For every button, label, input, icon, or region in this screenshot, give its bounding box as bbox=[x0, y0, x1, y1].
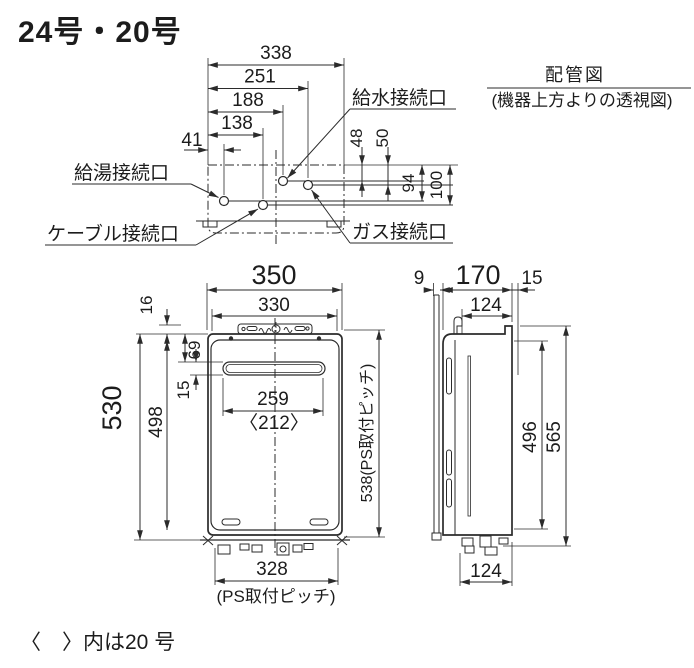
side-bottom-pipes bbox=[461, 535, 509, 556]
dim-16: 16 bbox=[136, 296, 208, 344]
hot-water-port bbox=[218, 195, 230, 207]
side-groove bbox=[467, 355, 471, 517]
front-screw-right bbox=[316, 336, 322, 341]
svg-text:124: 124 bbox=[470, 561, 502, 582]
dim-538-ps-pitch: 538(PS取付ピッチ) bbox=[344, 329, 385, 538]
svg-text:498: 498 bbox=[146, 406, 167, 438]
svg-text:ケーブル接続口: ケーブル接続口 bbox=[47, 222, 179, 245]
side-slot-1 bbox=[446, 357, 452, 395]
dim-100: 100 bbox=[427, 164, 453, 206]
dim-124-top: 124 bbox=[461, 295, 513, 334]
label-gas: ガス接続口 bbox=[311, 189, 453, 244]
label-hot-water-out: 給湯接続口 bbox=[72, 162, 219, 198]
dim-50: 50 bbox=[373, 129, 392, 201]
svg-text:330: 330 bbox=[258, 295, 290, 316]
svg-text:9: 9 bbox=[414, 268, 425, 289]
piping-header: 配管図 (機器上方よりの透視図) bbox=[487, 65, 691, 110]
dim-188: 188 bbox=[207, 90, 284, 115]
water-in-port bbox=[277, 175, 289, 187]
side-hanger-hook bbox=[453, 316, 463, 334]
front-vent-left bbox=[221, 518, 241, 526]
dim-15-front: 15 bbox=[174, 349, 223, 399]
dim-251: 251 bbox=[207, 67, 309, 92]
side-body-outline bbox=[442, 325, 513, 536]
dim-330: 330 bbox=[211, 295, 338, 331]
svg-text:100: 100 bbox=[427, 171, 446, 199]
svg-text:15: 15 bbox=[521, 268, 542, 289]
front-screw-left bbox=[228, 336, 234, 341]
front-louver bbox=[222, 361, 326, 376]
front-view: 350 330 16 69 15 bbox=[97, 260, 385, 606]
cable-port bbox=[257, 199, 269, 211]
svg-text:69: 69 bbox=[185, 341, 204, 360]
dim-498: 498 bbox=[146, 340, 170, 531]
dim-530: 530 bbox=[97, 333, 143, 541]
svg-text:530: 530 bbox=[97, 385, 127, 430]
side-wall-plate bbox=[431, 294, 442, 541]
front-top-bracket bbox=[237, 322, 313, 335]
svg-text:15: 15 bbox=[174, 381, 193, 400]
svg-text:48: 48 bbox=[347, 129, 366, 148]
side-slot-3 bbox=[446, 478, 452, 508]
side-slot-2 bbox=[446, 449, 452, 476]
svg-text:538(PS取付ピッチ): 538(PS取付ピッチ) bbox=[358, 364, 376, 503]
svg-text:188: 188 bbox=[232, 90, 264, 111]
dim-170: 170 bbox=[442, 260, 513, 330]
label-water-in: 給水接続口 bbox=[287, 87, 456, 179]
svg-text:251: 251 bbox=[244, 67, 276, 88]
piping-subtitle: (機器上方よりの透視図) bbox=[492, 91, 673, 110]
dim-338: 338 bbox=[207, 43, 345, 68]
svg-text:259: 259 bbox=[257, 389, 289, 410]
side-view: 9 170 15 124 496 bbox=[414, 260, 571, 586]
dim-138: 138 bbox=[207, 113, 264, 138]
svg-text:338: 338 bbox=[260, 43, 292, 64]
svg-text:124: 124 bbox=[470, 295, 502, 316]
piping-title: 配管図 bbox=[545, 65, 605, 85]
dim-15-side: 15 bbox=[512, 268, 543, 375]
dim-328: 328 (PS取付ピッチ) bbox=[214, 548, 339, 606]
svg-text:41: 41 bbox=[181, 130, 202, 151]
svg-text:50: 50 bbox=[373, 129, 392, 148]
piping-unit-outline bbox=[207, 164, 345, 234]
gas-port bbox=[302, 179, 314, 191]
svg-text:565: 565 bbox=[544, 421, 565, 453]
dim-565: 565 bbox=[503, 325, 571, 547]
svg-text:138: 138 bbox=[221, 113, 253, 134]
svg-text:328: 328 bbox=[256, 559, 288, 580]
piping-diagram: 338 251 188 138 41 48 bbox=[45, 43, 458, 247]
dim-496: 496 bbox=[514, 340, 548, 530]
svg-text:170: 170 bbox=[455, 260, 500, 290]
dim-9: 9 bbox=[414, 268, 450, 296]
svg-text:94: 94 bbox=[399, 174, 418, 193]
svg-text:ガス接続口: ガス接続口 bbox=[352, 221, 447, 243]
dim-69: 69 bbox=[178, 333, 223, 363]
dim-259: 259 〈212〉 bbox=[222, 378, 324, 434]
svg-text:16: 16 bbox=[137, 296, 156, 315]
svg-text:350: 350 bbox=[251, 260, 296, 290]
front-vent-right bbox=[309, 518, 329, 526]
dim-94: 94 bbox=[399, 164, 425, 202]
svg-text:496: 496 bbox=[520, 421, 541, 453]
page-title: 24号・20号 bbox=[18, 16, 182, 49]
label-cable: ケーブル接続口 bbox=[45, 208, 259, 246]
ps-pitch-label: (PS取付ピッチ) bbox=[217, 587, 336, 606]
dim-124-bottom: 124 bbox=[459, 542, 513, 586]
footnote: 〈 〉内は20 号 bbox=[20, 631, 175, 654]
front-bottom-details bbox=[134, 535, 350, 556]
svg-text:給湯接続口: 給湯接続口 bbox=[74, 162, 169, 184]
dim-48: 48 bbox=[347, 129, 366, 197]
svg-text:給水接続口: 給水接続口 bbox=[352, 87, 447, 109]
dim-41: 41 bbox=[181, 130, 241, 153]
dim-212: 〈212〉 bbox=[239, 412, 309, 434]
dim-350: 350 bbox=[206, 260, 343, 330]
